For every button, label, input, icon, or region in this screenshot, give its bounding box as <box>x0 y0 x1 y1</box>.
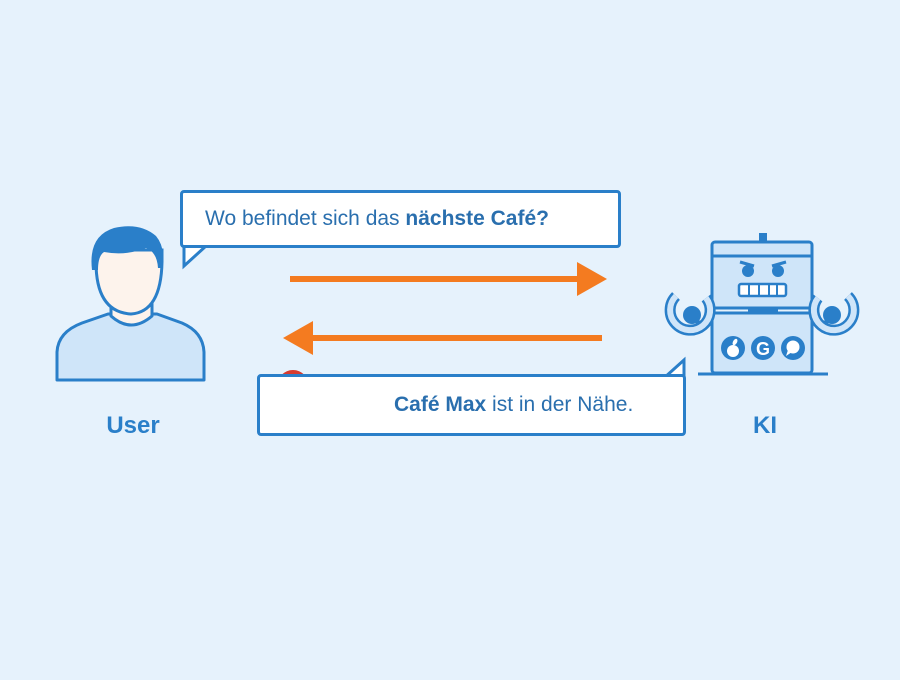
user-question-highlight: nächste Café? <box>405 207 549 230</box>
user-avatar-icon <box>55 226 206 382</box>
ai-answer-suffix: ist in der Nähe. <box>486 393 634 416</box>
alexa-icon <box>781 336 805 360</box>
google-icon: G <box>751 336 775 360</box>
user-question-bubble: Wo befindet sich das nächste Café? <box>180 190 621 248</box>
ai-label: KI <box>753 412 777 439</box>
user-label: User <box>106 412 160 439</box>
user-bubble-tail <box>182 244 210 270</box>
svg-text:G: G <box>756 339 770 359</box>
apple-icon <box>721 336 745 360</box>
user-question-prefix: Wo befindet sich das <box>205 207 406 230</box>
arrow-ai-to-user <box>283 321 602 355</box>
ai-answer-highlight: Café Max <box>394 393 487 416</box>
ai-answer-bubble: Café Max ist in der Nähe. <box>257 374 686 436</box>
arrow-user-to-ai <box>290 262 607 296</box>
